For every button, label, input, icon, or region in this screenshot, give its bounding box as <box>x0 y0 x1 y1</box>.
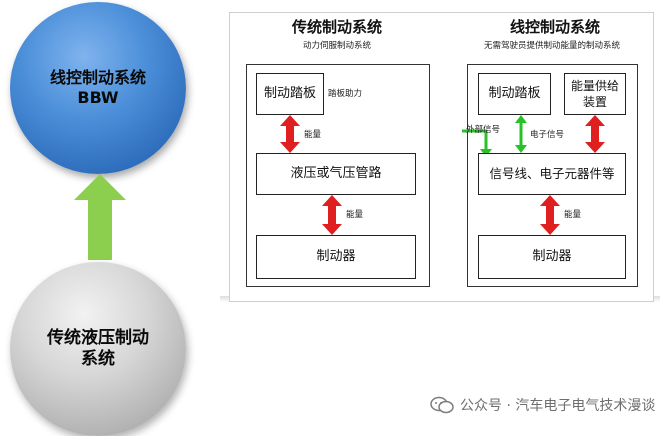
traditional-subtitle: 动力伺服制动系统 <box>302 41 371 51</box>
energy-supply-line1: 能量供给 <box>570 78 619 93</box>
pedal-assist-label: 踏板助力 <box>328 89 363 99</box>
wechat-icon <box>430 396 454 414</box>
bbw-sphere-line1: 线控制动系统 <box>49 68 146 87</box>
bywire-brake-box: 制动器 <box>478 235 626 279</box>
traditional-energy-label-2: 能量 <box>346 210 364 220</box>
energy-supply-line2: 装置 <box>582 95 607 109</box>
traditional-energy-label-1: 能量 <box>304 130 322 140</box>
watermark-text: 公众号 · 汽车电子电气技术漫谈 <box>460 398 656 414</box>
traditional-energy-arrow-1 <box>280 115 300 153</box>
bbw-sphere-line2: BBW <box>77 88 119 107</box>
watermark: 公众号 · 汽车电子电气技术漫谈 <box>430 392 660 418</box>
traditional-energy-arrow-2 <box>322 195 342 235</box>
signal-electronics-box: 信号线、电子元器件等 <box>478 153 626 195</box>
traditional-title: 传统制动系统 <box>291 18 382 36</box>
upgrade-arrow <box>74 174 126 260</box>
electronic-signal-arrow <box>515 115 527 153</box>
bbw-sphere: 线控制动系统 BBW <box>10 2 186 174</box>
traditional-brake-box: 制动器 <box>256 235 416 279</box>
supply-energy-arrow <box>585 115 605 153</box>
bywire-energy-arrow <box>540 195 560 235</box>
trad-sphere-line1: 传统液压制动 <box>47 327 149 348</box>
bywire-subtitle: 无需驾驶员提供制动能量的制动系统 <box>483 41 620 51</box>
traditional-pedal-box: 制动踏板 <box>256 73 324 115</box>
traditional-frame <box>246 64 430 287</box>
pipeline-box: 液压或气压管路 <box>256 153 416 195</box>
energy-supply-box: 能量供给 装置 <box>564 73 626 115</box>
traditional-hydraulic-sphere: 传统液压制动 系统 <box>10 262 186 436</box>
bywire-frame <box>467 64 638 287</box>
comparison-panel: 传统制动系统 动力伺服制动系统 制动踏板 踏板助力 能量 液压或气压管路 能量 … <box>229 12 654 302</box>
external-signal-label: 外部信号 <box>466 125 501 135</box>
trad-sphere-line2: 系统 <box>81 349 115 369</box>
bywire-title: 线控制动系统 <box>509 18 600 36</box>
electronic-signal-label: 电子信号 <box>530 130 565 140</box>
bywire-pedal-box: 制动踏板 <box>478 73 551 115</box>
bywire-energy-label: 能量 <box>564 210 582 220</box>
